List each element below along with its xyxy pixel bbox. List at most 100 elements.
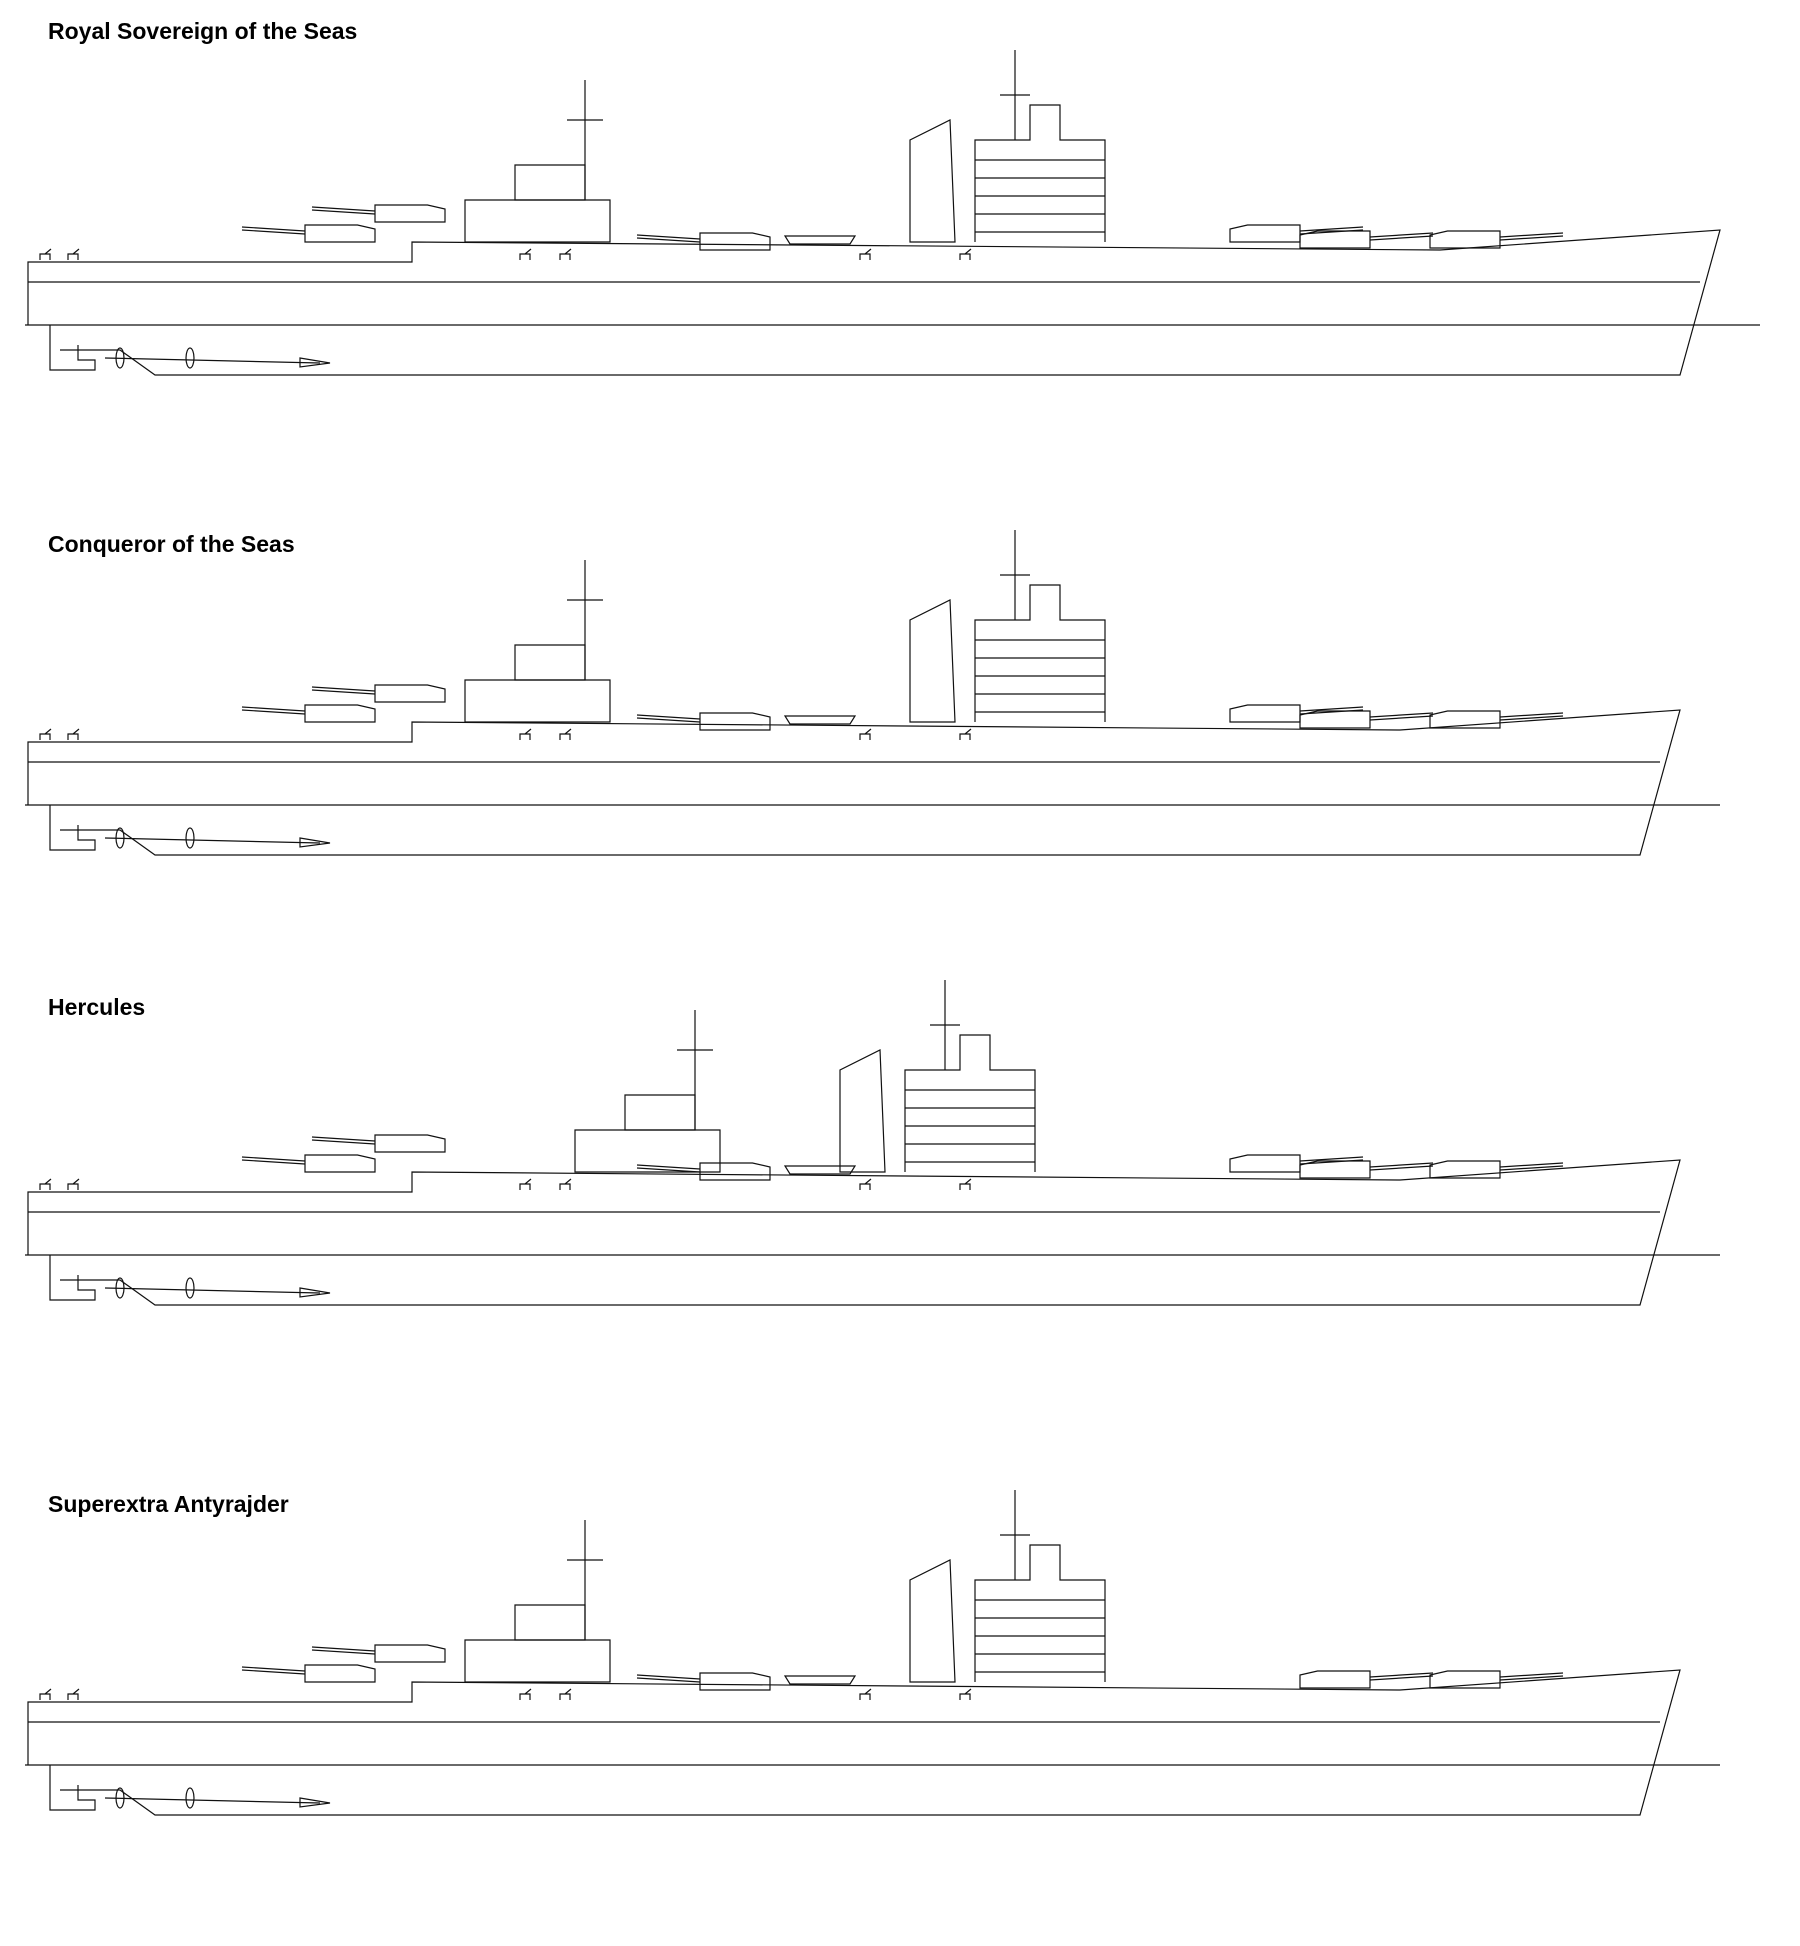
gun-barrel [637, 1678, 700, 1682]
turret-body [1230, 705, 1300, 722]
gun-barrel [637, 238, 700, 242]
shaft-bracket [300, 358, 330, 367]
funnel [910, 600, 955, 722]
secondary-gun [68, 1689, 79, 1700]
secondary-gun [520, 1179, 531, 1190]
secondary-gun [560, 249, 571, 260]
gun-barrel [242, 1670, 305, 1674]
secondary-gun [860, 729, 871, 740]
gun-barrel [1500, 236, 1563, 240]
turret-body [305, 705, 375, 722]
gun-barrel [1370, 236, 1433, 240]
funnel [910, 1560, 955, 1682]
aft-tower [515, 1605, 585, 1640]
rudder [50, 805, 95, 850]
ship-title-hercules: Hercules [48, 994, 146, 1020]
shaft-bracket [300, 1288, 330, 1297]
gun-barrel [1500, 716, 1563, 720]
aft-turret-x [242, 225, 375, 242]
secondary-gun [860, 249, 871, 260]
ships-boat [785, 716, 855, 724]
propeller-shaft [105, 358, 320, 363]
secondary-gun [860, 1689, 871, 1700]
hull-outline [28, 710, 1680, 855]
gun-barrel [242, 710, 305, 714]
secondary-gun [960, 1179, 971, 1190]
secondary-gun [68, 729, 79, 740]
secondary-gun [860, 1179, 871, 1190]
ship-profile-hercules [0, 1040, 1800, 1380]
gun-barrel [312, 207, 375, 211]
turret-body [1230, 225, 1300, 242]
midship-turret [637, 1163, 770, 1180]
ship-title-superextra-antyrajder: Superextra Antyrajder [48, 1491, 289, 1517]
aft-superstructure [465, 1640, 610, 1682]
secondary-gun [560, 1689, 571, 1700]
funnel [910, 120, 955, 242]
gun-barrel [312, 690, 375, 694]
forward-turret-a [1300, 1671, 1433, 1688]
midship-turret [637, 713, 770, 730]
turret-body [1430, 1161, 1500, 1178]
turret-body [1430, 711, 1500, 728]
gun-barrel [312, 1140, 375, 1144]
shaft-bracket [300, 1798, 330, 1807]
turret-body [1430, 231, 1500, 248]
turret-body [1300, 231, 1370, 248]
gun-barrel [637, 1165, 700, 1169]
propeller-shaft [105, 1288, 320, 1293]
propeller-shaft [105, 1798, 320, 1803]
gun-barrel [637, 1675, 700, 1679]
turret-body [305, 225, 375, 242]
gun-barrel [1500, 1673, 1563, 1677]
propeller [116, 828, 124, 848]
propeller-shaft [105, 838, 320, 843]
gun-barrel [1500, 1166, 1563, 1170]
turret-body [1430, 1671, 1500, 1688]
gun-barrel [637, 235, 700, 239]
hull-outline [28, 1670, 1680, 1815]
gun-barrel [637, 715, 700, 719]
secondary-gun [40, 1179, 51, 1190]
shaft-bracket [300, 838, 330, 847]
aft-superstructure [465, 680, 610, 722]
aft-turret-x [242, 1665, 375, 1682]
turret-body [700, 233, 770, 250]
gun-barrel [1370, 1163, 1433, 1167]
rudder [50, 1255, 95, 1300]
aft-superstructure [465, 200, 610, 242]
turret-body [305, 1155, 375, 1172]
secondary-gun [68, 249, 79, 260]
secondary-gun [960, 1689, 971, 1700]
secondary-gun [560, 729, 571, 740]
aft-tower [515, 645, 585, 680]
propeller [116, 348, 124, 368]
ship-profile-royal-sovereign [0, 110, 1800, 450]
turret-body [305, 1665, 375, 1682]
ship-profile-conqueror [0, 590, 1800, 930]
secondary-gun [40, 249, 51, 260]
forward-turret-b [1230, 225, 1363, 242]
secondary-gun [520, 1689, 531, 1700]
bridge-superstructure [975, 105, 1105, 242]
gun-barrel [312, 1650, 375, 1654]
turret-body [375, 685, 445, 702]
propeller [186, 828, 194, 848]
ships-boat [785, 1676, 855, 1684]
forward-turret-bow [1430, 1671, 1563, 1688]
turret-body [375, 205, 445, 222]
bridge-superstructure [905, 1035, 1035, 1172]
ships-boat [785, 1166, 855, 1174]
gun-barrel [1500, 1676, 1563, 1680]
gun-barrel [1370, 1166, 1433, 1170]
ships-boat [785, 236, 855, 244]
gun-barrel [637, 718, 700, 722]
gun-barrel [1370, 233, 1433, 237]
ship-title-royal-sovereign: Royal Sovereign of the Seas [48, 18, 358, 44]
propeller [186, 1278, 194, 1298]
gun-barrel [1500, 713, 1563, 717]
gun-barrel [1370, 713, 1433, 717]
funnel [840, 1050, 885, 1172]
turret-body [375, 1645, 445, 1662]
gun-barrel [1300, 707, 1363, 711]
